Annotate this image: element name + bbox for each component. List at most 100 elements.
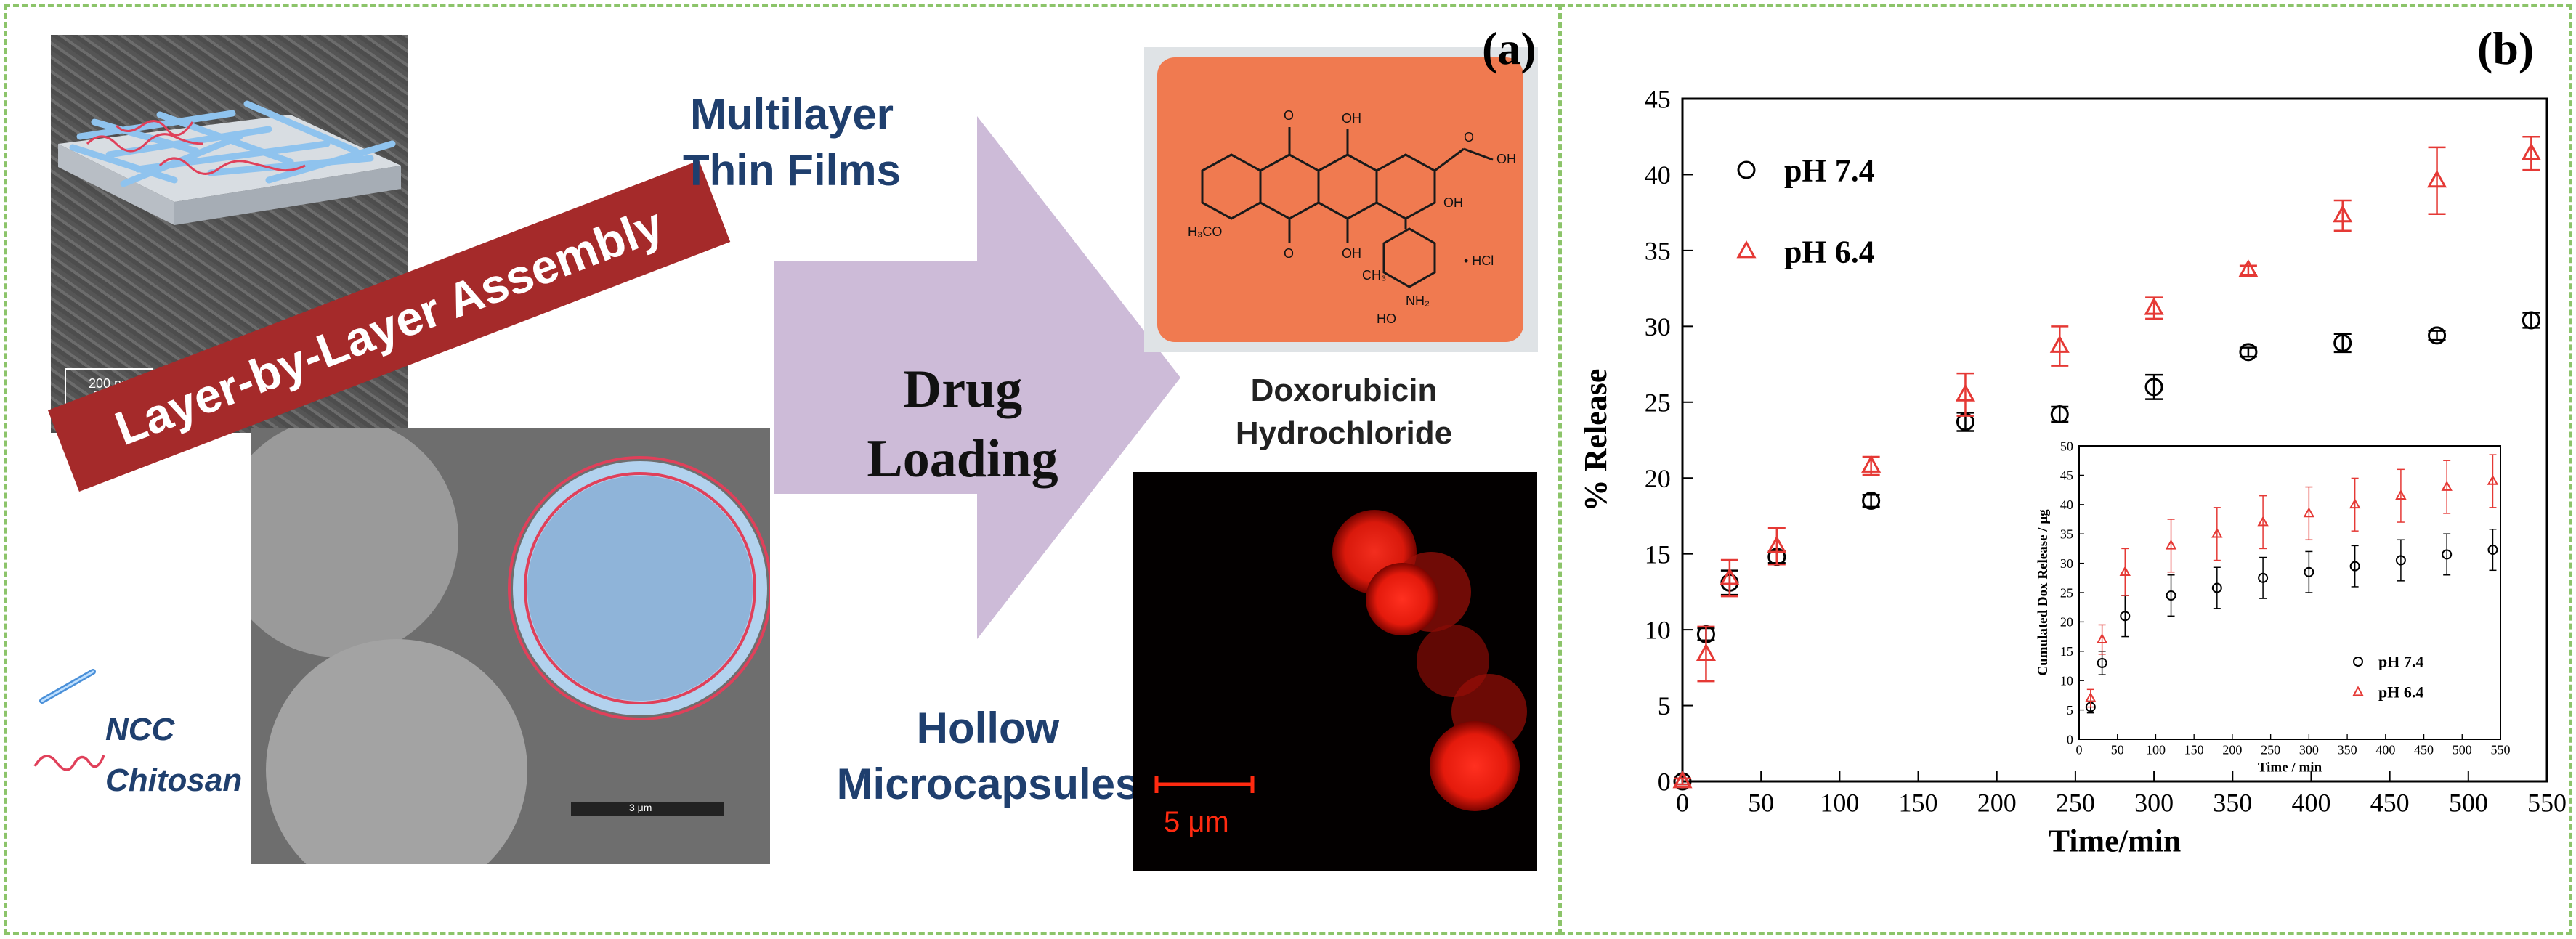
inset-point-ph74: [2442, 549, 2453, 560]
inset-x-tick-label: 150: [2184, 743, 2204, 757]
inset-x-tick-label: 500: [2453, 743, 2472, 757]
fluorescence-image: 5 μm: [1133, 472, 1537, 871]
svg-text:NH₂: NH₂: [1406, 293, 1430, 308]
inset-y-axis-label: Cumulated Dox Release / μg: [2036, 509, 2051, 676]
svg-text:CH₃: CH₃: [1362, 268, 1386, 282]
main-x-tick-label: 50: [1748, 788, 1774, 817]
main-point-ph64: [1696, 643, 1717, 661]
inset-point-ph74: [2211, 582, 2222, 593]
inset-y-tick-label: 30: [2060, 556, 2073, 571]
main-legend-marker: [1736, 240, 1757, 259]
sem-scale-bottom: 3 μm: [629, 802, 652, 813]
inset-y-tick-label: 25: [2060, 585, 2073, 600]
inset-point-ph64: [2165, 539, 2177, 550]
svg-text:O: O: [1464, 130, 1474, 145]
hollow-microcapsules-label: Hollow Microcapsules: [836, 704, 1140, 808]
main-x-tick-label: 400: [2291, 788, 2330, 817]
inset-legend-marker: [2353, 657, 2363, 667]
capsule-illustration: [513, 461, 767, 715]
inset-x-tick-label: 200: [2222, 743, 2242, 757]
main-y-tick-label: 25: [1645, 388, 1671, 417]
main-point-ph64: [1720, 567, 1740, 585]
inset-point-ph74: [2395, 555, 2406, 566]
inset-point-ph64: [2257, 516, 2269, 527]
ncc-legend-label: NCC: [105, 712, 175, 747]
chitosan-legend-icon: [33, 755, 105, 771]
inset-x-tick-label: 0: [2076, 743, 2083, 757]
main-legend-marker: [1737, 160, 1756, 179]
inset-x-tick-label: 350: [2338, 743, 2357, 757]
main-y-tick-label: 10: [1645, 616, 1671, 645]
inset-x-tick-label: 100: [2146, 743, 2166, 757]
main-point-ph64: [2333, 204, 2353, 223]
main-point-ph64: [2521, 142, 2541, 160]
main-y-axis-label: % Release: [1578, 369, 1613, 512]
inset-point-ph74: [2097, 657, 2107, 668]
film-illustration: [58, 100, 401, 413]
inset-point-ph74: [2166, 590, 2176, 601]
inset-x-tick-label: 50: [2111, 743, 2124, 757]
inset-point-ph64: [2119, 566, 2131, 577]
main-x-tick-label: 250: [2056, 788, 2095, 817]
svg-text:OH: OH: [1342, 111, 1361, 126]
inset-y-tick-label: 15: [2060, 644, 2073, 659]
main-y-tick-label: 40: [1645, 160, 1671, 190]
svg-text:O: O: [1284, 108, 1294, 123]
inset-legend-label: pH 7.4: [2378, 653, 2423, 671]
inset-y-tick-label: 20: [2060, 615, 2073, 630]
main-point-ph64: [1672, 771, 1693, 789]
inset-point-ph74: [2487, 545, 2498, 556]
inset-x-tick-label: 550: [2491, 743, 2511, 757]
inset-y-tick-label: 45: [2060, 468, 2073, 483]
inset-point-ph64: [2303, 507, 2315, 518]
inset-point-ph74: [2304, 566, 2314, 577]
inset-y-tick-label: 40: [2060, 497, 2073, 512]
inset-y-tick-label: 0: [2067, 732, 2073, 747]
main-x-tick-label: 550: [2527, 788, 2567, 817]
inset-point-ph64: [2395, 489, 2407, 500]
inset-point-ph64: [2441, 481, 2453, 491]
main-y-tick-label: 45: [1645, 85, 1671, 114]
main-x-tick-label: 200: [1977, 788, 2017, 817]
main-x-tick-label: 150: [1899, 788, 1938, 817]
main-plot-frame: [1681, 97, 2548, 783]
svg-text:OH: OH: [1496, 152, 1516, 166]
inset-y-tick-label: 5: [2067, 703, 2073, 718]
panel-a-label: (a): [1482, 23, 1536, 74]
svg-text:H₃CO: H₃CO: [1188, 224, 1222, 239]
main-x-tick-label: 100: [1820, 788, 1859, 817]
main-legend-label: pH 6.4: [1784, 234, 1875, 269]
drug-loading-label: Drug Loading: [867, 359, 1058, 489]
inset-x-tick-label: 450: [2414, 743, 2434, 757]
inset-legend-marker: [2352, 686, 2364, 696]
main-y-tick-label: 20: [1645, 464, 1671, 493]
main-point-ph74: [2144, 378, 2163, 397]
main-x-tick-label: 0: [1676, 788, 1689, 817]
inset-y-tick-label: 10: [2060, 674, 2073, 688]
inset-point-ph64: [2096, 633, 2108, 643]
inset-point-ph64: [2211, 527, 2223, 538]
svg-text:O: O: [1284, 246, 1294, 261]
main-point-ph74: [2050, 405, 2069, 423]
main-point-ph64: [1861, 455, 1882, 473]
inset-x-tick-label: 250: [2261, 743, 2280, 757]
svg-text:HO: HO: [1377, 312, 1396, 326]
svg-text:OH: OH: [1443, 195, 1463, 210]
inset-point-ph64: [2487, 474, 2499, 485]
main-y-tick-label: 5: [1658, 691, 1671, 720]
inset-y-tick-label: 50: [2060, 439, 2073, 453]
inset-point-ph64: [2349, 498, 2361, 509]
svg-text:• HCl: • HCl: [1464, 253, 1494, 268]
fluorescence-scale-label: 5 μm: [1164, 806, 1229, 838]
inset-y-tick-label: 35: [2060, 527, 2073, 542]
inset-point-ph74: [2258, 572, 2269, 583]
inset-point-ph74: [2349, 561, 2360, 572]
panel-b-label: (b): [2477, 23, 2535, 74]
main-x-tick-label: 300: [2134, 788, 2174, 817]
main-point-ph64: [2049, 335, 2070, 353]
main-point-ph74: [2522, 311, 2540, 330]
drug-name-label: Doxorubicin Hydrochloride: [1235, 373, 1453, 452]
inset-x-tick-label: 300: [2299, 743, 2319, 757]
